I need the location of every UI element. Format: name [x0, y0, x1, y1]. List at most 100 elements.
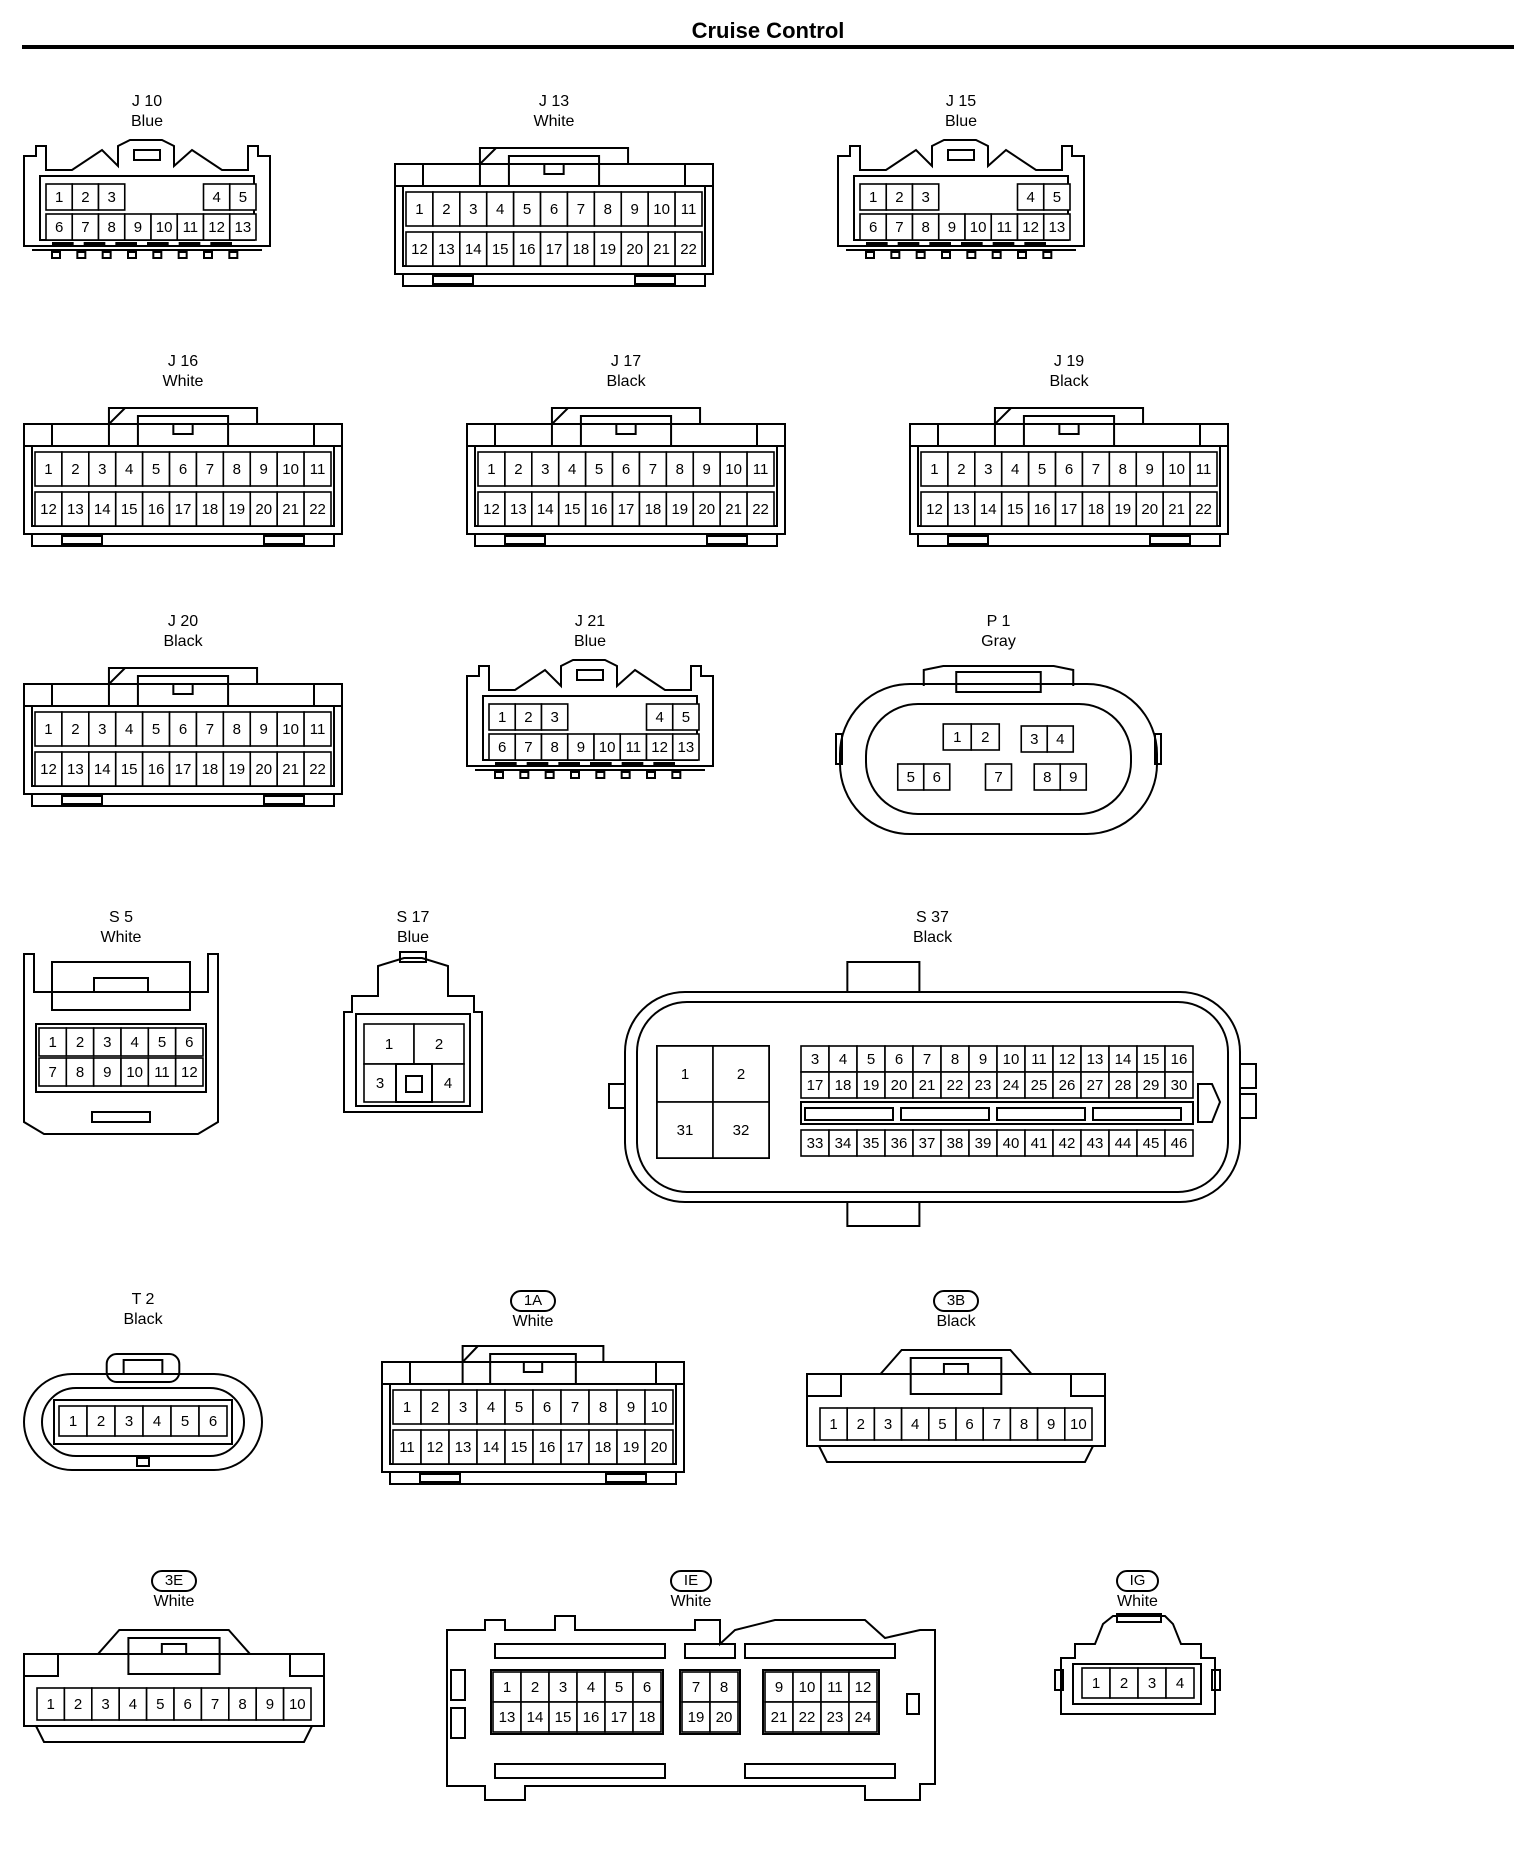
pin-j13-2: 2 [432, 191, 461, 227]
pin-j13-18: 18 [566, 231, 596, 267]
svg-text:6: 6 [933, 769, 941, 786]
svg-text:6: 6 [498, 739, 506, 756]
svg-text:7: 7 [993, 1416, 1001, 1433]
svg-text:6: 6 [622, 461, 630, 478]
pin-s37-20: 20 [884, 1071, 914, 1099]
svg-text:22: 22 [309, 761, 326, 778]
svg-text:16: 16 [1171, 1051, 1188, 1068]
svg-text:3: 3 [1148, 1675, 1156, 1692]
pin-j20-11: 11 [303, 711, 332, 747]
svg-text:9: 9 [103, 1064, 111, 1081]
pin-j16-8: 8 [222, 451, 252, 487]
connector-code: 3E [150, 1570, 198, 1592]
pin-j20-10: 10 [276, 711, 305, 747]
pin-j17-15: 15 [557, 491, 587, 527]
pin-ie-1: 1 [492, 1671, 522, 1703]
svg-text:3: 3 [469, 201, 477, 218]
svg-text:2: 2 [524, 709, 532, 726]
pin-j17-20: 20 [692, 491, 721, 527]
connector-code: J 21 [574, 613, 606, 630]
pin-3b-9: 9 [1036, 1407, 1066, 1441]
pin-ie-16: 16 [576, 1701, 606, 1733]
pin-ie-7: 7 [681, 1671, 711, 1703]
svg-text:10: 10 [1003, 1051, 1020, 1068]
svg-text:12: 12 [855, 1679, 872, 1696]
pin-1a-8: 8 [588, 1389, 618, 1425]
svg-text:10: 10 [156, 219, 173, 236]
svg-text:4: 4 [130, 1034, 138, 1051]
svg-text:13: 13 [678, 739, 695, 756]
pin-j10-3: 3 [97, 183, 126, 211]
pin-j16-9: 9 [249, 451, 278, 487]
connector-color: White [1117, 1593, 1158, 1610]
svg-text:3: 3 [541, 461, 549, 478]
pin-s37-19: 19 [856, 1071, 886, 1099]
svg-text:13: 13 [455, 1439, 472, 1456]
svg-text:8: 8 [233, 721, 241, 738]
svg-text:23: 23 [975, 1077, 992, 1094]
pin-3b-3: 3 [873, 1407, 903, 1441]
connector-code: IG [1115, 1570, 1160, 1592]
connector-color: Black [1049, 373, 1089, 390]
pin-3e-7: 7 [200, 1687, 230, 1721]
svg-text:30: 30 [1171, 1077, 1188, 1094]
pin-j17-9: 9 [692, 451, 721, 487]
pin-j20-6: 6 [168, 711, 198, 747]
pin-1a-6: 6 [532, 1389, 562, 1425]
svg-text:12: 12 [926, 501, 943, 518]
connector-code: IE [669, 1570, 713, 1592]
pin-s37-7: 7 [912, 1045, 942, 1073]
pin-j20-20: 20 [249, 751, 278, 787]
pin-s37-22: 22 [940, 1071, 970, 1099]
pin-j13-8: 8 [593, 191, 623, 227]
pin-3b-6: 6 [955, 1407, 985, 1441]
svg-text:6: 6 [643, 1679, 651, 1696]
pin-j19-5: 5 [1027, 451, 1057, 487]
pin-1a-18: 18 [588, 1429, 618, 1465]
pin-j10-6: 6 [45, 213, 74, 241]
pin-j16-2: 2 [61, 451, 90, 487]
pin-j16-4: 4 [114, 451, 144, 487]
svg-text:13: 13 [67, 761, 84, 778]
svg-text:1: 1 [869, 189, 877, 206]
svg-text:10: 10 [126, 1064, 143, 1081]
pin-j13-12: 12 [405, 231, 434, 267]
pin-j21-2: 2 [514, 703, 543, 731]
svg-text:18: 18 [639, 1709, 656, 1726]
svg-text:20: 20 [698, 501, 715, 518]
svg-text:17: 17 [618, 501, 635, 518]
svg-text:15: 15 [1143, 1051, 1160, 1068]
pin-j15-6: 6 [859, 213, 888, 241]
pin-s17-2: 2 [413, 1023, 465, 1065]
svg-text:18: 18 [573, 241, 590, 258]
svg-text:17: 17 [546, 241, 563, 258]
pin-s37-39: 39 [968, 1129, 998, 1157]
pin-s37-4: 4 [828, 1045, 858, 1073]
svg-text:13: 13 [235, 219, 252, 236]
svg-text:3: 3 [921, 189, 929, 206]
connector-code: 3B [932, 1290, 980, 1312]
pin-j13-3: 3 [459, 191, 488, 227]
svg-text:13: 13 [1049, 219, 1066, 236]
svg-text:17: 17 [1061, 501, 1078, 518]
svg-text:9: 9 [266, 1696, 274, 1713]
svg-text:14: 14 [465, 241, 482, 258]
pin-j20-22: 22 [303, 751, 332, 787]
pin-s37-27: 27 [1080, 1071, 1110, 1099]
svg-text:1: 1 [503, 1679, 511, 1696]
svg-text:4: 4 [587, 1679, 595, 1696]
pin-j16-22: 22 [303, 491, 332, 527]
connector-color: Blue [944, 113, 978, 130]
pin-j13-5: 5 [512, 191, 542, 227]
svg-text:20: 20 [891, 1077, 908, 1094]
svg-text:40: 40 [1003, 1135, 1020, 1152]
pin-s37-12: 12 [1052, 1045, 1082, 1073]
svg-text:2: 2 [74, 1696, 82, 1713]
svg-text:8: 8 [107, 219, 115, 236]
svg-text:44: 44 [1115, 1135, 1132, 1152]
